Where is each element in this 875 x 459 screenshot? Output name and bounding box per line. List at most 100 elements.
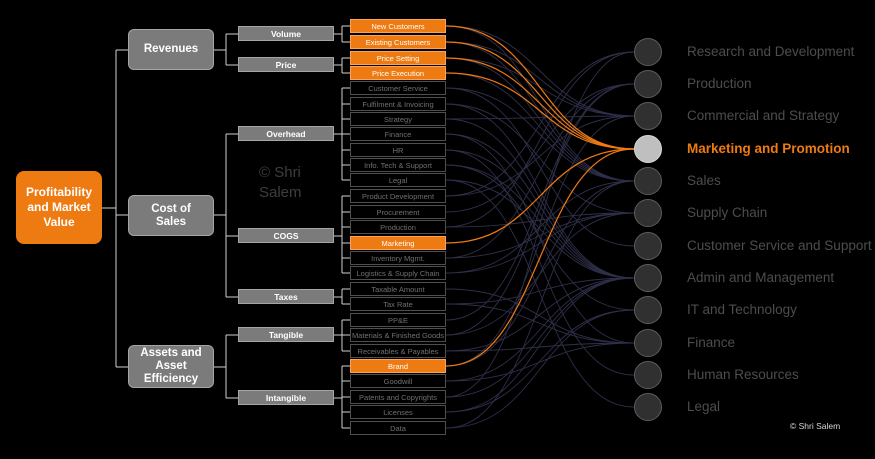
link-line (445, 180, 635, 367)
leaf-item: Customer Service (350, 81, 446, 95)
link-line (445, 212, 635, 274)
leaf-item: Finance (350, 127, 446, 141)
link-line (445, 133, 635, 344)
driver-label: Volume (270, 28, 302, 39)
leaf-item: Patents and Copyrights (350, 390, 446, 404)
driver-label: Taxes (274, 291, 298, 302)
function-node (634, 393, 662, 421)
link-line (445, 41, 635, 117)
function-label: Finance (687, 335, 736, 350)
category-label: Assets and Asset Efficiency (140, 347, 202, 385)
function-node (634, 232, 662, 260)
highlighted-link (445, 57, 635, 150)
function-node (634, 38, 662, 66)
highlighted-link (445, 72, 635, 150)
link-line (445, 72, 635, 182)
link-line (445, 212, 635, 259)
link-line (445, 133, 635, 279)
leaf-item: Procurement (350, 205, 446, 219)
function-label: Admin and Management (687, 270, 835, 285)
link-line (445, 288, 635, 344)
link-line (445, 51, 635, 197)
link-line (445, 115, 635, 120)
driver-volume-box: Volume (238, 26, 334, 41)
link-line (445, 87, 635, 182)
link-line (445, 83, 635, 259)
link-line (445, 179, 635, 408)
link-line (445, 212, 635, 228)
leaf-item: Production (350, 220, 446, 234)
driver-label: Intangible (265, 392, 307, 403)
link-line (445, 277, 635, 398)
leaf-item: Info. Tech & Support (350, 158, 446, 172)
function-node (634, 296, 662, 324)
function-label: Marketing and Promotion (687, 141, 850, 156)
credit-text: © Shri Salem (790, 421, 841, 431)
leaf-item: Licenses (350, 405, 446, 419)
watermark-line: © Shri (259, 164, 301, 181)
function-label: Commercial and Strategy (687, 108, 840, 123)
link-line (445, 149, 635, 376)
link-line (445, 57, 635, 182)
function-label: IT and Technology (687, 302, 797, 317)
function-node (634, 70, 662, 98)
function-label: Human Resources (687, 367, 799, 382)
leaf-item: Product Development (350, 189, 446, 203)
root-profitability-box: Profitability and Market Value (16, 171, 102, 244)
function-node (634, 167, 662, 195)
link-line (445, 277, 635, 382)
leaf-item: Data (350, 421, 446, 435)
link-line (445, 179, 635, 279)
root-label: Profitability and Market Value (25, 185, 92, 229)
link-line (445, 164, 635, 311)
function-label: Customer Service and Support (687, 238, 872, 253)
function-node (634, 361, 662, 389)
link-line (445, 83, 635, 321)
category-label: Revenues (143, 43, 199, 55)
leaf-item: Goodwill (350, 374, 446, 388)
driver-cogs-box: COGS (238, 228, 334, 243)
function-node (634, 135, 662, 163)
link-line (445, 309, 635, 429)
leaf-item: Inventory Mgmt. (350, 251, 446, 265)
link-line (445, 277, 635, 305)
link-line (445, 164, 635, 279)
link-line (445, 115, 635, 367)
category-assets-box: Assets and Asset Efficiency (128, 345, 214, 388)
function-node (634, 199, 662, 227)
leaf-item: Price Execution (350, 66, 446, 80)
leaf-item: Logistics & Supply Chain (350, 266, 446, 280)
driver-overhead-box: Overhead (238, 126, 334, 141)
driver-label: Tangible (268, 329, 304, 340)
driver-price-box: Price (238, 57, 334, 72)
link-line (445, 309, 635, 413)
link-line (445, 51, 635, 228)
link-line (445, 51, 635, 398)
highlighted-link (445, 25, 635, 150)
leaf-item: Strategy (350, 112, 446, 126)
driver-label: Price (275, 59, 297, 70)
function-label: Production (687, 76, 752, 91)
link-line (445, 103, 635, 214)
leaf-item: Materials & Finished Goods (350, 328, 446, 342)
driver-label: Overhead (266, 128, 306, 139)
category-revenues-box: Revenues (128, 29, 214, 70)
driver-tangible-box: Tangible (238, 327, 334, 342)
category-cost-of-sales-box: Cost of Sales (128, 195, 214, 236)
link-line (445, 118, 635, 279)
link-line (445, 115, 635, 197)
leaf-item: Receivables & Payables (350, 344, 446, 358)
leaf-item: Brand (350, 359, 446, 373)
leaf-item: PP&E (350, 313, 446, 327)
link-line (445, 277, 635, 413)
link-line (445, 342, 635, 352)
link-line (445, 87, 635, 247)
function-label: Legal (687, 399, 721, 414)
function-node (634, 102, 662, 130)
link-line (445, 149, 635, 279)
highlighted-link (445, 148, 635, 244)
link-line (445, 83, 635, 213)
highlighted-link (445, 148, 635, 367)
function-label: Supply Chain (687, 205, 768, 220)
